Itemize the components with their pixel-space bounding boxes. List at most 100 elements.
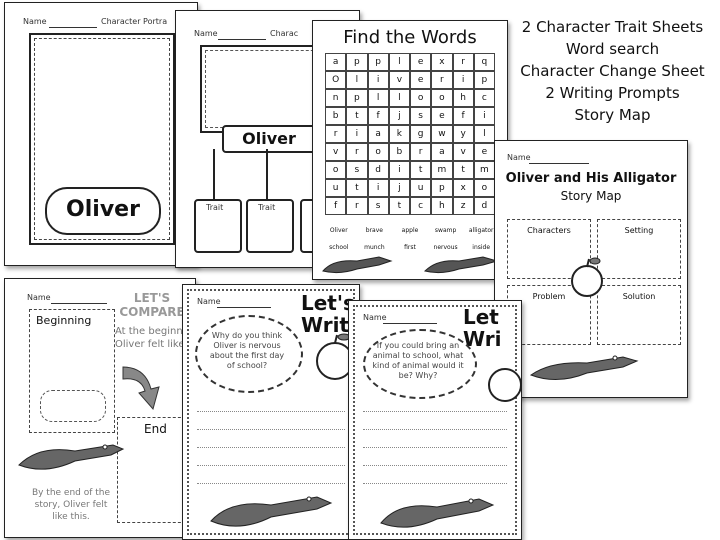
write1-prompt: Why do you think Oliver is nervous about… (209, 331, 285, 370)
wordsearch-cell: y (452, 125, 474, 143)
write2-name-line (383, 323, 437, 324)
wordsearch-cell: g (410, 125, 432, 143)
traits-name-line (218, 39, 266, 40)
wordsearch-cell: i (473, 107, 495, 125)
wordsearch-word: nervous (433, 244, 458, 251)
wordsearch-cell: r (452, 53, 474, 71)
trait-label-1: Trait (206, 203, 224, 212)
trait-box-1: Trait (194, 199, 242, 253)
wordsearch-cell: o (431, 89, 453, 107)
wordsearch-cell: j (388, 179, 410, 197)
wordsearch-cell: i (452, 71, 474, 89)
trait-box-2: Trait (246, 199, 294, 253)
wordsearch-cell: v (325, 143, 347, 161)
wordsearch-cell: b (325, 107, 347, 125)
writing-prompt-sheet-1: Name Let's Writ Why do you think Oliver … (182, 284, 360, 540)
wordsearch-cell: f (325, 197, 347, 215)
wordsearch-word: first (404, 244, 416, 251)
wordsearch-cell: c (410, 197, 432, 215)
wordsearch-cell: x (431, 53, 453, 71)
apple-icon (316, 333, 354, 380)
wordsearch-cell: l (388, 53, 410, 71)
wordsearch-cell: l (367, 89, 389, 107)
product-contents-list: 2 Character Trait Sheets Word search Cha… (505, 16, 720, 126)
wordsearch-word: alligator (468, 227, 494, 234)
compare-heading: LET'S COMPARE (119, 291, 185, 319)
write2-thought-cloud (363, 329, 477, 399)
wordsearch-cell: e (410, 53, 432, 71)
wordsearch-cell: r (346, 197, 368, 215)
alligator-icon (210, 496, 333, 527)
wordsearch-cell: p (473, 71, 495, 89)
contents-item-character-change: Character Change Sheet (520, 62, 705, 80)
wordsearch-title: Find the Words (343, 27, 477, 48)
storymap-box-solution: Solution (597, 285, 681, 345)
wordsearch-cell: l (346, 71, 368, 89)
storymap-name-label: Name (507, 153, 531, 162)
wordsearch-cell: f (367, 107, 389, 125)
traits-character-name: Oliver (242, 129, 296, 148)
storymap-box-characters: Characters (507, 219, 591, 279)
storymap-name-line (529, 163, 589, 164)
wordsearch-cell: t (346, 179, 368, 197)
wordsearch-cell: o (325, 161, 347, 179)
writing-prompt-sheet-2: Name Let Wri If you could bring an anima… (348, 300, 522, 540)
write1-line-5 (197, 483, 345, 484)
beginning-box: Beginning (29, 309, 115, 433)
alligator-icon (18, 444, 125, 470)
wordsearch-word: inside (472, 244, 491, 251)
wordsearch-cell: t (410, 161, 432, 179)
wordsearch-cell: q (473, 53, 495, 71)
storymap-label-problem: Problem (532, 292, 566, 301)
contents-item-trait-sheets: 2 Character Trait Sheets (521, 18, 704, 36)
storymap-apple-and-alligator-icons (529, 257, 639, 380)
wordsearch-cell: m (431, 161, 453, 179)
wordsearch-cell: i (388, 161, 410, 179)
wordsearch-cell: a (367, 125, 389, 143)
wordsearch-cell: l (473, 125, 495, 143)
write1-name-line (217, 307, 271, 308)
write1-heading-1: Let's (301, 291, 355, 315)
write1-line-4 (197, 465, 345, 466)
wordsearch-cell: w (431, 125, 453, 143)
wordsearch-word: munch (364, 244, 385, 251)
write2-line-1 (363, 411, 507, 412)
portrait-frame (29, 33, 175, 245)
storymap-subtitle: Story Map (560, 189, 622, 203)
traits-name-label: Name (194, 29, 218, 38)
wordsearch-cell: j (388, 107, 410, 125)
character-portrait-sheet: Name Character Portra (function(){ var g… (4, 2, 198, 266)
end-label: End (144, 422, 167, 436)
storymap-title: Oliver and His Alligator (505, 171, 677, 186)
traits-name-box: Oliver (222, 125, 316, 153)
traits-header: Charac (270, 29, 299, 38)
wordsearch-cell: e (431, 107, 453, 125)
wordsearch-word: brave (365, 227, 383, 234)
wordsearch-cell: x (452, 179, 474, 197)
beginning-label: Beginning (36, 314, 92, 327)
wordsearch-word: Oliver (329, 227, 348, 234)
alligator-icon (529, 355, 639, 380)
wordsearch-cell: r (346, 143, 368, 161)
write2-line-4 (363, 465, 507, 466)
wordsearch-cell: a (431, 143, 453, 161)
wordsearch-cell: u (325, 179, 347, 197)
portrait-header: Character Portra (101, 17, 168, 26)
wordsearch-word: school (329, 244, 349, 251)
apple-icon (488, 368, 521, 402)
wordsearch-cell: v (388, 71, 410, 89)
beginning-text: At the beginn Oliver felt like (115, 326, 185, 350)
wordsearch-cell: l (388, 89, 410, 107)
wordsearch-cell: e (410, 71, 432, 89)
wordsearch-cell: r (410, 143, 432, 161)
wordsearch-cell: s (346, 161, 368, 179)
apple-icon (571, 257, 603, 297)
contents-item-word-search: Word search (565, 40, 660, 58)
write2-dot-border (353, 305, 517, 535)
wordsearch-cell: p (431, 179, 453, 197)
write2-line-3 (363, 447, 507, 448)
wordsearch-cell: f (452, 107, 474, 125)
storymap-box-setting: Setting (597, 219, 681, 279)
